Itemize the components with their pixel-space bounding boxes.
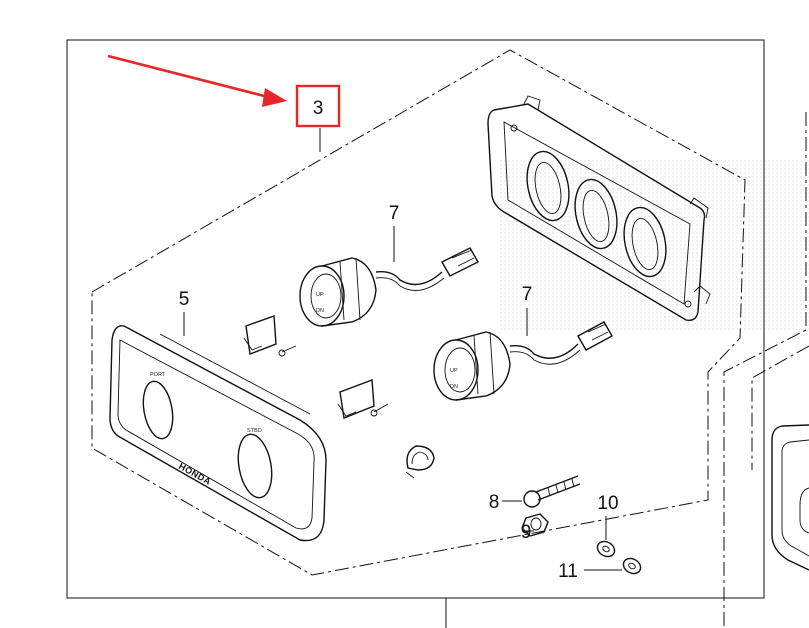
svg-text:7: 7 bbox=[522, 284, 533, 305]
upper-switch-dn-label: DN bbox=[316, 308, 324, 314]
hardware-washer-b bbox=[622, 557, 642, 575]
callout-7-lower: 7 bbox=[522, 284, 533, 336]
callout-10: 10 bbox=[597, 493, 619, 540]
upper-switch-up-label: UP bbox=[316, 292, 324, 298]
bracket-upper bbox=[243, 315, 297, 357]
hardware-washer-a bbox=[596, 540, 616, 558]
callout-11: 11 bbox=[558, 561, 622, 582]
front-bezel: PORT STBD HONDA bbox=[109, 325, 327, 542]
callout-7-upper: 7 bbox=[389, 203, 400, 262]
callout-3-highlight: 3 bbox=[295, 84, 341, 152]
red-arrow-icon bbox=[107, 54, 287, 107]
callout-9: 9 bbox=[521, 522, 534, 543]
mounting-plate bbox=[487, 95, 711, 322]
background-watermark bbox=[500, 160, 809, 330]
bracket-lower bbox=[337, 379, 389, 419]
bezel-brand-label: HONDA bbox=[177, 461, 213, 487]
svg-text:8: 8 bbox=[489, 492, 500, 513]
trim-switch-upper: UP DN bbox=[299, 247, 479, 327]
callout-3: 3 bbox=[313, 98, 324, 119]
trim-switch-lower: UP DN bbox=[433, 321, 613, 401]
svg-text:5: 5 bbox=[179, 289, 190, 310]
svg-text:10: 10 bbox=[597, 493, 618, 514]
svg-text:11: 11 bbox=[558, 561, 578, 582]
assembly-boundary bbox=[91, 49, 746, 576]
svg-text:9: 9 bbox=[521, 522, 532, 543]
hardware-bolt bbox=[523, 475, 581, 508]
svg-text:7: 7 bbox=[389, 203, 400, 224]
hardware-nut bbox=[521, 513, 549, 537]
lower-switch-dn-label: DN bbox=[450, 384, 458, 390]
bezel-port-label: PORT bbox=[150, 372, 166, 378]
diagram-frame bbox=[66, 39, 765, 628]
callout-8: 8 bbox=[489, 492, 522, 513]
adjacent-assembly bbox=[723, 112, 809, 628]
callout-5: 5 bbox=[179, 289, 190, 336]
wire-clip bbox=[405, 445, 435, 479]
lower-switch-up-label: UP bbox=[450, 368, 458, 374]
bezel-stbd-label: STBD bbox=[247, 428, 262, 434]
